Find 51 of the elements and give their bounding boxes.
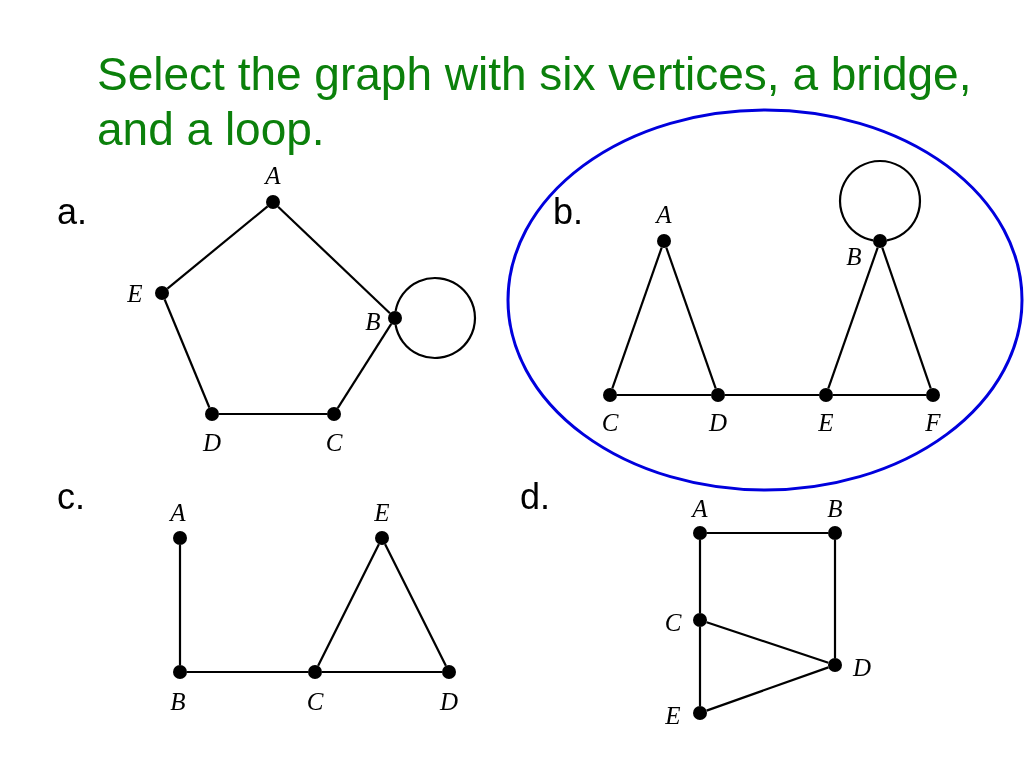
- edge-line: [611, 247, 663, 389]
- edge-line: [317, 543, 380, 667]
- edge-line: [384, 543, 447, 667]
- edge-line: [336, 323, 393, 409]
- vertex-label: B: [827, 495, 843, 521]
- edge-line: [707, 531, 828, 535]
- edge-line: [187, 670, 308, 674]
- vertex-label: D: [708, 409, 728, 435]
- edge-line: [665, 247, 717, 389]
- question-title: Select the graph with six vertices, a bridge, and a loop.: [97, 47, 973, 157]
- edge-line: [166, 205, 269, 290]
- option-label: a.: [57, 192, 88, 232]
- edge-line: [698, 540, 702, 613]
- vertex-label: E: [127, 280, 143, 306]
- option-label: b.: [553, 192, 584, 232]
- edge-line: [833, 540, 837, 658]
- edge-line: [698, 627, 702, 706]
- vertex-label: B: [846, 243, 862, 269]
- vertex-label: C: [664, 609, 682, 635]
- edge-line: [725, 393, 819, 397]
- edge-line: [178, 545, 182, 665]
- option-label: c.: [57, 477, 85, 517]
- vertex-label: E: [665, 702, 681, 728]
- vertex-label: C: [306, 688, 324, 714]
- edge-line: [833, 393, 926, 397]
- vertex-label: D: [202, 429, 222, 455]
- edge-line: [706, 621, 829, 664]
- loop-edge: [838, 159, 922, 242]
- edge-line: [163, 299, 211, 408]
- edge-line: [881, 247, 932, 389]
- vertex-label: A: [656, 201, 672, 227]
- vertex-label: A: [692, 495, 708, 521]
- vertex-label: D: [852, 654, 872, 680]
- vertex-label: B: [170, 688, 186, 714]
- edge-line: [219, 412, 327, 416]
- vertex-label: E: [374, 499, 390, 525]
- vertex-label: D: [439, 688, 459, 714]
- edge-line: [617, 393, 711, 397]
- edge-line: [322, 670, 442, 674]
- option-label: d.: [520, 477, 551, 517]
- vertex-label: A: [170, 499, 186, 525]
- vertex-label: B: [365, 308, 381, 334]
- vertex-label: E: [818, 409, 834, 435]
- vertex-label: C: [601, 409, 619, 435]
- edge-line: [277, 206, 391, 314]
- loop-edge: [394, 276, 477, 360]
- vertex-label: A: [265, 162, 281, 188]
- edge-line: [706, 666, 829, 712]
- vertex-label: F: [925, 409, 941, 435]
- edge-line: [827, 247, 879, 389]
- vertex-label: C: [325, 429, 343, 455]
